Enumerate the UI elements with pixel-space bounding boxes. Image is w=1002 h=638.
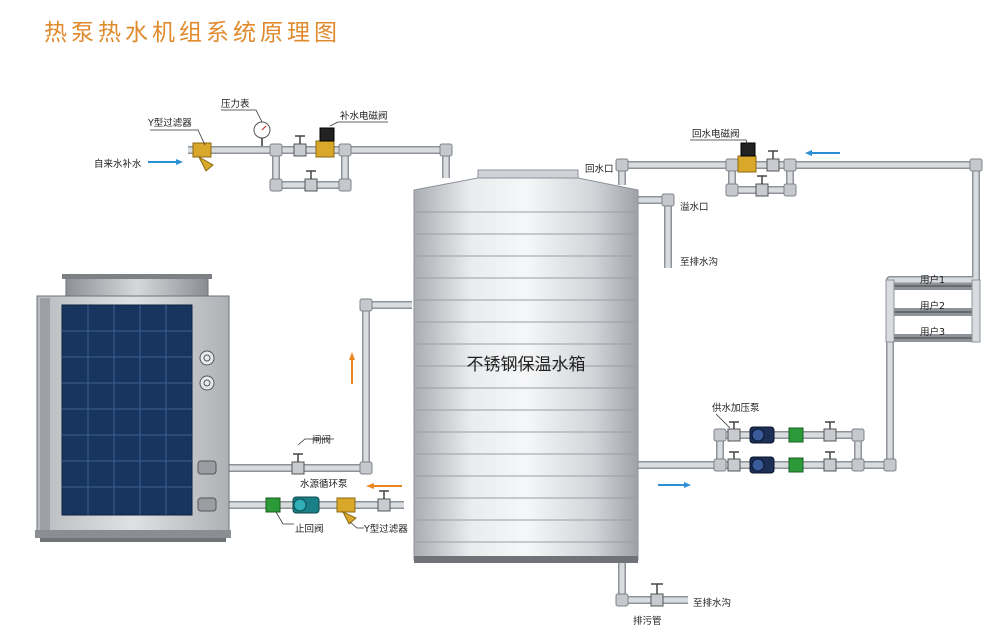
supply-pump-row-upper <box>727 421 837 444</box>
outlet-connector <box>197 460 217 475</box>
flow-arrow-cold-left <box>366 483 402 489</box>
label-gate-valve: 闸阀 <box>312 434 331 446</box>
label-tap-water-makeup: 自来水补水 <box>94 158 142 170</box>
valve-handle <box>825 451 835 459</box>
drain-valve-icon <box>650 583 664 607</box>
label-user-2: 用户2 <box>920 300 945 312</box>
y-filter-top <box>192 142 214 172</box>
return-solenoid-icon <box>737 142 757 173</box>
label-y-filter-bottom: Y型过滤器 <box>363 523 408 535</box>
valve-handle <box>729 421 739 429</box>
check-valve-icon <box>265 497 281 513</box>
label-circulation-pump: 水源循环泵 <box>300 478 348 490</box>
tank-label: 不锈钢保温水箱 <box>467 355 586 375</box>
flow-arrow-return <box>805 150 840 156</box>
storage-tank: 不锈钢保温水箱 <box>413 169 639 563</box>
hand-valve-icon <box>755 175 769 197</box>
label-user-1: 用户1 <box>920 274 945 286</box>
hand-valve-icon <box>304 170 318 192</box>
hand-valve-icon <box>727 458 741 472</box>
diagram-title: 热泵热水机组系统原理图 <box>44 20 341 46</box>
label-sewage-pipe: 排污管 <box>633 615 662 627</box>
label-pressure-gauge: 压力表 <box>221 98 250 110</box>
label-check-valve: 止回阀 <box>295 523 324 535</box>
label-return-port: 回水口 <box>585 163 614 175</box>
flow-arrow-supply <box>658 482 691 488</box>
heat-pump-unit <box>35 274 231 542</box>
flow-arrow-makeup <box>148 159 183 165</box>
label-supply-pump: 供水加压泵 <box>712 402 760 414</box>
pump-impeller <box>751 458 765 472</box>
label-user-3: 用户3 <box>920 326 945 338</box>
label-to-drain-bottom: 至排水沟 <box>693 597 731 609</box>
circulation-pump-icon <box>292 496 320 514</box>
flow-arrow-hot-up <box>349 352 355 384</box>
gauge-icon <box>199 375 215 391</box>
valve-handle <box>825 421 835 429</box>
label-to-drain-overflow: 至排水沟 <box>680 256 718 268</box>
supply-pump-row-lower <box>727 451 837 474</box>
pressure-gauge-icon <box>253 121 271 146</box>
check-valve-icon <box>788 457 804 473</box>
pump-impeller <box>751 428 765 442</box>
makeup-solenoid-icon <box>315 127 335 158</box>
hand-valve-icon <box>293 135 307 157</box>
y-filter-bottom <box>336 497 357 525</box>
check-valve-icon <box>788 427 804 443</box>
label-overflow-port: 溢水口 <box>680 201 709 213</box>
valve-handle <box>729 451 739 459</box>
inlet-connector <box>197 497 217 512</box>
gate-valve-icon <box>291 453 305 475</box>
hand-valve-icon <box>727 428 741 442</box>
hand-valve-icon <box>823 458 837 472</box>
label-makeup-solenoid: 补水电磁阀 <box>340 110 388 122</box>
hand-valve-icon <box>823 428 837 442</box>
hand-valve-icon <box>766 150 780 172</box>
hand-valve-icon <box>377 490 391 512</box>
leader-lines <box>150 109 749 529</box>
label-return-solenoid: 回水电磁阀 <box>692 128 740 140</box>
pipe-network <box>188 143 983 607</box>
label-y-filter-top: Y型过滤器 <box>147 117 192 129</box>
solar-style-panel <box>61 304 193 516</box>
gauge-icon <box>199 350 215 366</box>
